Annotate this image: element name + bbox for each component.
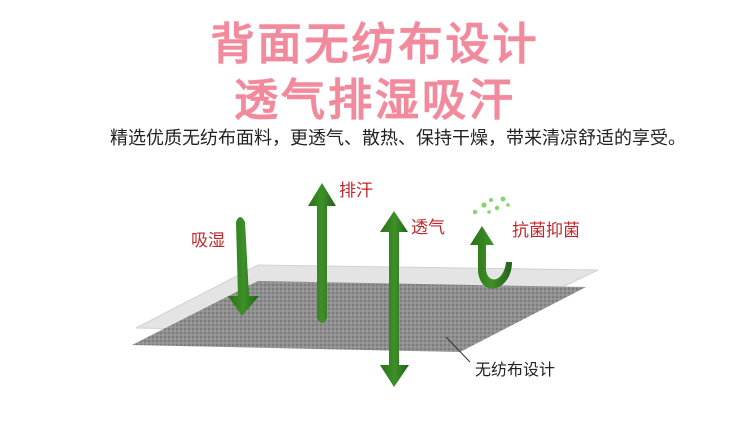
description-text: 精选优质无纺布面料，更透气、散热、保持干燥，带来清凉舒适的享受。 <box>110 128 686 149</box>
absorb-label: 吸湿 <box>191 231 225 251</box>
sweat-label: 排汗 <box>339 181 373 201</box>
antibacterial-label: 抗菌抑菌 <box>512 221 580 241</box>
bacteria-dots <box>472 196 510 215</box>
breathe-double-arrow <box>380 211 409 387</box>
breathe-label: 透气 <box>411 218 445 238</box>
fabric-leader-line <box>445 336 471 363</box>
sweat-up-arrow <box>308 183 336 323</box>
absorb-down-arrow <box>228 217 259 316</box>
fabric-label: 无纺布设计 <box>475 360 556 379</box>
nonwoven-fabric-layer <box>132 281 586 352</box>
antibacterial-curved-arrow <box>470 226 512 289</box>
headline-line-1: 背面无纺布设计 <box>210 19 540 70</box>
headline-line-2: 透气排湿吸汗 <box>234 75 516 126</box>
